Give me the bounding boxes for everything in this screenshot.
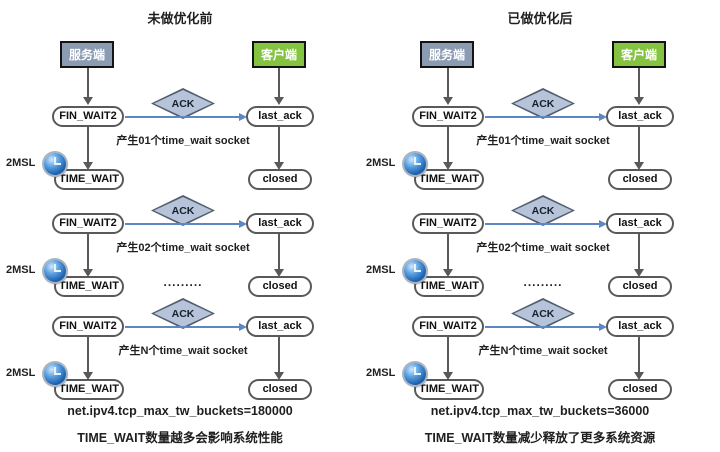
ack-diamond: ACK [151, 195, 215, 226]
closed-node: closed [248, 379, 312, 400]
time-wait-node: TIME_WAIT [414, 276, 484, 297]
last-ack-node: last_ack [246, 106, 314, 127]
arrow-finwait2-to-timewait [443, 127, 453, 170]
panel-caption: TIME_WAIT数量越多会影响系统性能 [77, 431, 283, 445]
clock-icon [44, 363, 66, 385]
panel-title: 未做优化前 [147, 11, 213, 26]
ack-diamond: ACK [151, 298, 215, 329]
arrow-client-to-lastack [634, 68, 644, 105]
arrow-lastack-to-closed [634, 337, 644, 380]
tw-note: 产生02个time_wait socket [476, 242, 610, 254]
tw-note: 产生N个time_wait socket [478, 345, 608, 357]
time-wait-node: TIME_WAIT [414, 379, 484, 400]
time-wait-node: TIME_WAIT [54, 379, 124, 400]
closed-node: closed [608, 169, 672, 190]
ack-arrow [125, 323, 247, 331]
tw-note: 产生01个time_wait socket [476, 135, 610, 147]
closed-node: closed [608, 379, 672, 400]
ack-diamond: ACK [151, 88, 215, 119]
ack-diamond: ACK [511, 298, 575, 329]
tw-cycle-group-3: ACK FIN_WAIT2 last_ack 产生N个time_wait soc… [0, 298, 360, 405]
last-ack-node: last_ack [246, 213, 314, 234]
arrow-lastack-to-closed [634, 234, 644, 277]
ack-arrow [485, 220, 607, 228]
tw-cycle-group-2: ACK FIN_WAIT2 last_ack 产生02个time_wait so… [360, 195, 720, 302]
arrow-client-to-lastack [274, 68, 284, 105]
ack-diamond: ACK [511, 195, 575, 226]
msl-label: 2MSL [6, 264, 36, 276]
sysctl-setting: net.ipv4.tcp_max_tw_buckets=36000 [430, 404, 650, 418]
tw-note: 产生N个time_wait socket [118, 345, 248, 357]
panel-after-optimization: 已做优化后 服务端 客户端 ACK FIN_WAIT2 last_ack 产生0… [360, 0, 720, 452]
client-node: 客户端 [612, 41, 666, 68]
panel-before-optimization: 未做优化前 服务端 客户端 ACK FIN_WAIT2 last_ack 产生0… [0, 0, 360, 452]
closed-node: closed [608, 276, 672, 297]
clock-icon [44, 260, 66, 282]
time-wait-node: TIME_WAIT [54, 169, 124, 190]
ack-label: ACK [171, 97, 195, 110]
last-ack-node: last_ack [246, 316, 314, 337]
msl-label: 2MSL [366, 157, 396, 169]
tw-note: 产生02个time_wait socket [116, 242, 250, 254]
arrow-finwait2-to-timewait [83, 337, 93, 380]
fin-wait2-node: FIN_WAIT2 [412, 213, 484, 234]
client-node: 客户端 [252, 41, 306, 68]
clock-icon [404, 153, 426, 175]
clock-icon [44, 153, 66, 175]
tw-note: 产生01个time_wait socket [116, 135, 250, 147]
ack-label: ACK [531, 204, 555, 217]
fin-wait2-node: FIN_WAIT2 [412, 106, 484, 127]
panel-caption: TIME_WAIT数量减少释放了更多系统资源 [424, 431, 656, 445]
arrow-lastack-to-closed [634, 127, 644, 170]
tw-cycle-group-3: ACK FIN_WAIT2 last_ack 产生N个time_wait soc… [360, 298, 720, 405]
last-ack-node: last_ack [606, 316, 674, 337]
fin-wait2-node: FIN_WAIT2 [52, 213, 124, 234]
panel-title: 已做优化后 [507, 11, 573, 26]
last-ack-node: last_ack [606, 106, 674, 127]
arrow-server-to-finwait2 [83, 68, 93, 105]
fin-wait2-node: FIN_WAIT2 [412, 316, 484, 337]
ack-arrow [125, 220, 247, 228]
last-ack-node: last_ack [606, 213, 674, 234]
fin-wait2-node: FIN_WAIT2 [52, 106, 124, 127]
closed-node: closed [248, 169, 312, 190]
arrow-finwait2-to-timewait [443, 337, 453, 380]
tw-cycle-group-2: ACK FIN_WAIT2 last_ack 产生02个time_wait so… [0, 195, 360, 302]
server-node: 服务端 [420, 41, 474, 68]
tw-cycle-group-1: ACK FIN_WAIT2 last_ack 产生01个time_wait so… [360, 88, 720, 195]
arrow-lastack-to-closed [274, 337, 284, 380]
time-wait-node: TIME_WAIT [54, 276, 124, 297]
msl-label: 2MSL [366, 367, 396, 379]
closed-node: closed [248, 276, 312, 297]
ack-arrow [125, 113, 247, 121]
ack-label: ACK [531, 97, 555, 110]
arrow-lastack-to-closed [274, 127, 284, 170]
clock-icon [404, 363, 426, 385]
server-node: 服务端 [60, 41, 114, 68]
ellipsis-dots: ......... [523, 275, 563, 289]
sysctl-setting: net.ipv4.tcp_max_tw_buckets=180000 [67, 404, 293, 418]
arrow-finwait2-to-timewait [443, 234, 453, 277]
arrow-lastack-to-closed [274, 234, 284, 277]
msl-label: 2MSL [6, 367, 36, 379]
fin-wait2-node: FIN_WAIT2 [52, 316, 124, 337]
ack-arrow [485, 323, 607, 331]
arrow-finwait2-to-timewait [83, 234, 93, 277]
arrow-finwait2-to-timewait [83, 127, 93, 170]
time-wait-node: TIME_WAIT [414, 169, 484, 190]
msl-label: 2MSL [366, 264, 396, 276]
ack-label: ACK [531, 307, 555, 320]
clock-icon [404, 260, 426, 282]
ack-arrow [485, 113, 607, 121]
tw-cycle-group-1: ACK FIN_WAIT2 last_ack 产生01个time_wait so… [0, 88, 360, 195]
ellipsis-dots: ......... [163, 275, 203, 289]
arrow-server-to-finwait2 [443, 68, 453, 105]
ack-label: ACK [171, 307, 195, 320]
ack-diamond: ACK [511, 88, 575, 119]
ack-label: ACK [171, 204, 195, 217]
msl-label: 2MSL [6, 157, 36, 169]
